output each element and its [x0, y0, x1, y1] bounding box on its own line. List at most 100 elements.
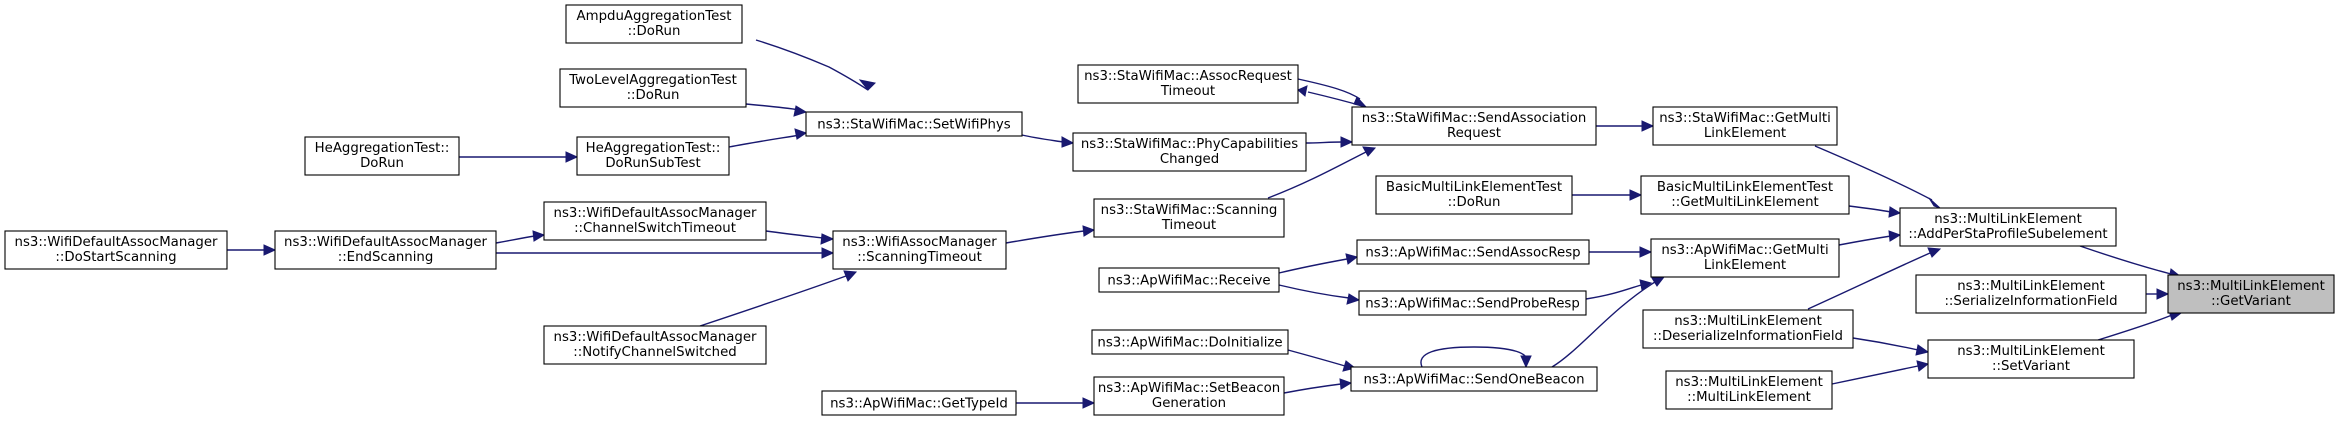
node-sta_getmle[interactable]: ns3::StaWifiMac::GetMultiLinkElement [1652, 106, 1838, 146]
edge-ap_getmle-to-addpersta [1838, 230, 1902, 246]
arrowhead-icon [1297, 85, 1308, 97]
node-label: ::EndScanning [338, 250, 434, 265]
arrowhead-icon [1339, 378, 1353, 390]
node-label: ::SetVariant [1992, 359, 2070, 374]
node-box [832, 230, 1007, 270]
node-he_dorun[interactable]: HeAggregationTest::DoRun [304, 136, 460, 176]
node-label: ns3::WifiDefaultAssocManager [554, 330, 757, 345]
node-ap_gettypeid[interactable]: ns3::ApWifiMac::GetTypeId [821, 390, 1017, 416]
node-addpersta[interactable]: ns3::MultiLinkElement::AddPerStaProfileS… [1899, 207, 2117, 247]
edge-line [699, 275, 847, 327]
node-ml_mle[interactable]: ns3::MultiLinkElement::MultiLinkElement [1665, 370, 1833, 410]
edge-he_subtest-to-setwifiphys [728, 128, 808, 148]
node-ap_sendassocresp[interactable]: ns3::ApWifiMac::SendAssocResp [1356, 239, 1590, 265]
node-label: HeAggregationTest:: [586, 141, 721, 156]
arrowhead-icon [1888, 206, 1902, 218]
node-label: Generation [1152, 396, 1226, 411]
node-box [274, 230, 497, 270]
node-basic_getmle[interactable]: BasicMultiLinkElementTest::GetMultiLinkE… [1640, 175, 1850, 215]
node-label: ns3::ApWifiMac::SetBeacon [1098, 381, 1280, 396]
node-setvariant[interactable]: ns3::MultiLinkElement::SetVariant [1927, 339, 2135, 379]
edge-serialize-to-getvariant [2146, 288, 2170, 300]
node-box [1927, 339, 2135, 379]
node-label: ns3::StaWifiMac::PhyCapabilities [1081, 137, 1298, 152]
node-label: ns3::MultiLinkElement [1957, 279, 2105, 294]
edge-line [1287, 349, 1346, 367]
edge-line [495, 235, 536, 244]
node-scanning_timeout[interactable]: ns3::WifiAssocManager::ScanningTimeout [832, 230, 1007, 270]
node-label: ns3::ApWifiMac::SendOneBeacon [1363, 373, 1584, 388]
edge-ap_gettypeid-to-ap_setbeacon [1016, 397, 1096, 409]
node-notifych[interactable]: ns3::WifiDefaultAssocManager::NotifyChan… [543, 325, 767, 365]
arrowhead-icon [1639, 246, 1653, 258]
edge-line [1305, 141, 1344, 144]
node-label: DoRunSubTest [605, 156, 700, 171]
edge-chswitch_timeout-to-scanning_timeout [765, 230, 835, 245]
node-dostartscanning[interactable]: ns3::WifiDefaultAssocManager::DoStartSca… [4, 230, 228, 270]
node-ap_doinit[interactable]: ns3::ApWifiMac::DoInitialize [1091, 329, 1289, 355]
arrowhead-icon [858, 79, 877, 91]
node-label: ::DeserializeInformationField [1653, 329, 1843, 344]
node-twolevel[interactable]: TwoLevelAggregationTest::DoRun [559, 68, 747, 108]
edge-assocreq_timeout-to-sendassocreq [1297, 78, 1368, 108]
node-label: Timeout [1161, 218, 1216, 233]
node-setwifiphys[interactable]: ns3::StaWifiMac::SetWifiPhys [805, 111, 1023, 137]
node-ap_sendprobe[interactable]: ns3::ApWifiMac::SendProbeResp [1358, 290, 1587, 316]
edge-ap_receive-to-ap_sendprobe [1278, 284, 1361, 305]
node-deserialize[interactable]: ns3::MultiLinkElement::DeserializeInform… [1642, 309, 1854, 349]
node-box [1077, 64, 1299, 104]
edge-ap_setbeacon-to-ap_sendonebeacon [1283, 378, 1353, 394]
node-ap_receive[interactable]: ns3::ApWifiMac::Receive [1098, 267, 1280, 293]
node-box [1356, 239, 1590, 265]
edge-line [1005, 230, 1085, 244]
node-label: ns3::WifiDefaultAssocManager [284, 235, 487, 250]
node-box [1072, 132, 1307, 172]
node-basic_dorun[interactable]: BasicMultiLinkElementTest::DoRun [1375, 175, 1573, 215]
node-label: ::GetMultiLinkElement [1671, 195, 1818, 210]
node-box [1350, 366, 1598, 392]
node-endscanning[interactable]: ns3::WifiDefaultAssocManager::EndScannin… [274, 230, 497, 270]
node-box [1091, 329, 1289, 355]
arrowhead-icon [820, 233, 835, 245]
node-serialize[interactable]: ns3::MultiLinkElement::SerializeInformat… [1915, 274, 2147, 314]
node-ap_getmle[interactable]: ns3::ApWifiMac::GetMultiLinkElement [1650, 238, 1840, 278]
edge-ap_sendassocresp-to-ap_getmle [1589, 246, 1653, 258]
node-box [1098, 267, 1280, 293]
node-label: ::MultiLinkElement [1687, 390, 1811, 405]
edge-basic_dorun-to-basic_getmle [1572, 189, 1643, 201]
edge-line [1278, 284, 1350, 299]
node-chswitch_timeout[interactable]: ns3::WifiDefaultAssocManager::ChannelSwi… [543, 201, 767, 241]
node-he_subtest[interactable]: HeAggregationTest::DoRunSubTest [576, 136, 730, 176]
edge-endscanning-to-scanning_timeout [496, 247, 835, 259]
edge-line [745, 103, 801, 111]
arrowhead-icon [1641, 120, 1655, 132]
edge-line [1585, 284, 1642, 300]
node-label: ::DoRun [627, 88, 680, 103]
node-label: ns3::MultiLinkElement [1674, 314, 1822, 329]
node-box [1358, 290, 1587, 316]
edge-line [728, 134, 801, 148]
edge-sendassocreq-to-sta_getmle [1596, 120, 1655, 132]
node-box [1650, 238, 1840, 278]
edge-line [1278, 258, 1348, 274]
arrowhead-icon [1346, 293, 1361, 305]
arrowhead-icon [794, 128, 808, 140]
node-sta_scanning[interactable]: ns3::StaWifiMac::ScanningTimeout [1093, 198, 1285, 238]
arrowhead-icon [1061, 136, 1075, 148]
node-ap_sendonebeacon[interactable]: ns3::ApWifiMac::SendOneBeacon [1350, 366, 1598, 392]
node-label: ::DoStartScanning [55, 250, 176, 265]
node-ampdu[interactable]: AmpduAggregationTest::DoRun [565, 4, 743, 44]
node-label: ns3::StaWifiMac::AssocRequest [1084, 69, 1292, 84]
arrowhead-icon [565, 151, 579, 163]
arrowhead-icon [1928, 197, 1941, 209]
node-label: HeAggregationTest:: [315, 141, 450, 156]
arrowhead-icon [1082, 397, 1096, 409]
edge-line [1021, 134, 1064, 143]
arrowhead-icon [1340, 136, 1354, 148]
node-box [1093, 376, 1285, 416]
